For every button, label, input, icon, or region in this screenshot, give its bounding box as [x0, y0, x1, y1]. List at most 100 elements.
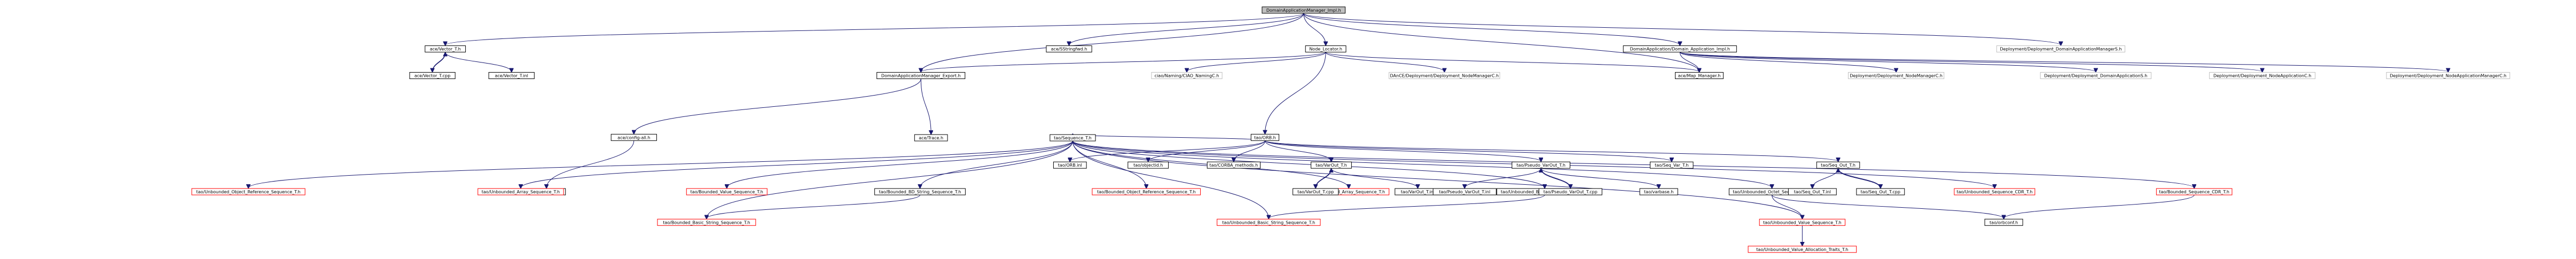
node-tao-bnd-value-seq-h[interactable]: tao/Bounded_Value_Sequence_T.h — [686, 188, 768, 195]
node-tao-seq-out-t-cpp[interactable]: tao/Seq_Out_T.cpp — [1856, 188, 1905, 195]
node-label: tao/VarOut_T.inl — [1401, 190, 1435, 194]
node-tao-pseudo-varout-t-cpp[interactable]: tao/Pseudo_VarOut_T.cpp — [1538, 188, 1602, 195]
node-deployment-namc-h[interactable]: Deployment/Deployment_NodeApplicationMan… — [2386, 72, 2510, 79]
node-tao-unb-objref-seq-h[interactable]: tao/Unbounded_Object_Reference_Sequence_… — [191, 188, 306, 195]
node-box — [1675, 72, 1724, 79]
node-label: tao/Bounded_BD_String_Sequence_T.h — [879, 190, 961, 194]
node-ciao-naming-h[interactable]: ciao/Naming/CIAO_NamingC.h — [1151, 72, 1223, 79]
node-tao-objectid-h[interactable]: tao/objectid.h — [1128, 161, 1169, 169]
node-box — [1623, 45, 1737, 53]
edge-ace-vector-t-cpp-to-ace-vector-t-h — [432, 53, 445, 73]
node-tao-orb-h[interactable]: tao/ORB.h — [1250, 134, 1280, 141]
node-tao-seq-out-t-inl[interactable]: tao/Seq_Out_T.inl — [1788, 188, 1837, 195]
node-tao-orbconf-h[interactable]: tao/orbconf.h — [1984, 218, 2023, 226]
node-deployment-nac-h[interactable]: Deployment/Deployment_NodeApplicationC.h — [2209, 72, 2316, 79]
node-label: tao/Seq_Out_T.h — [1821, 163, 1855, 168]
node-node-locator-h[interactable]: Node_Locator.h — [1305, 45, 1346, 53]
node-label: tao/ORB.h — [1254, 135, 1276, 140]
node-domainapp-impl-h[interactable]: DomainApplication/Domain_Application_Imp… — [1623, 45, 1737, 53]
edge-domainapp-impl-h-to-deployment-das-h — [1679, 52, 2096, 72]
node-ace-sstring-h[interactable]: ace/SStringfwd.h — [1046, 45, 1092, 53]
node-box — [425, 45, 466, 53]
node-tao-bnd-objref-seq-h[interactable]: tao/Bounded_Object_Reference_Sequence_T.… — [1092, 188, 1201, 195]
node-tao-unb-basic-string-seq-h[interactable]: tao/Unbounded_Basic_String_Sequence_T.h — [1217, 218, 1321, 226]
node-label: tao/ORB.inl — [1058, 163, 1082, 168]
node-dance-nmc-h[interactable]: DAnCE/Deployment/Deployment_NodeManagerC… — [1389, 72, 1500, 79]
node-box — [686, 188, 768, 195]
node-ace-config-all-h[interactable]: ace/config-all.h — [610, 134, 657, 141]
node-label: tao/Bounded_Basic_String_Sequence_T.h — [663, 220, 750, 225]
node-box — [1305, 45, 1346, 53]
node-ace-vector-t-cpp[interactable]: ace/Vector_T.cpp — [409, 72, 456, 79]
node-tao-unb-value-seq-h[interactable]: tao/Unbounded_Value_Sequence_T.h — [1759, 218, 1846, 226]
node-label: tao/Sequence_T.h — [1054, 136, 1092, 140]
edge-node-locator-h-to-dam-export-h — [921, 52, 1326, 72]
node-label: tao/Unbounded_Basic_String_Sequence_T.h — [1222, 220, 1315, 225]
node-tao-pseudo-varout-t-inl[interactable]: tao/Pseudo_VarOut_T.inl — [1432, 188, 1497, 195]
edge-tao-unb-octet-seq-h-to-tao-unb-value-seq-h — [1772, 194, 1803, 218]
node-box — [1650, 161, 1694, 169]
node-dam-export-h[interactable]: DomainApplicationManager_Export.h — [876, 72, 966, 79]
edge-tao-unb-bd-string-seq-h-to-tao-unb-basic-string-seq-h — [1269, 194, 1545, 218]
node-tao-varout-t-cpp[interactable]: tao/VarOut_T.cpp — [1293, 188, 1339, 195]
edge-tao-orb-h-to-tao-seq-var-t-h — [1264, 140, 1671, 161]
node-deployment-nmc-h[interactable]: Deployment/Deployment_NodeManagerC.h — [1847, 72, 1945, 79]
node-box — [874, 188, 966, 195]
edge-node-locator-h-to-tao-orb-h — [1265, 52, 1326, 134]
edge-tao-sequence-t-h-to-tao-bnd-value-seq-h — [727, 140, 1073, 188]
edge-root-to-ace-map-manager-h — [1303, 13, 1700, 72]
node-tao-pseudo-varout-t-h[interactable]: tao/Pseudo_VarOut_T.h — [1512, 161, 1571, 169]
node-tao-bnd-basic-string-seq-h[interactable]: tao/Bounded_Basic_String_Sequence_T.h — [657, 218, 756, 226]
node-label: tao/Pseudo_VarOut_T.h — [1516, 163, 1565, 168]
edge-tao-seq-out-t-cpp-to-tao-seq-out-t-h — [1838, 169, 1881, 189]
edge-tao-bnd-seq-cdr-h-to-tao-orbconf-h — [2004, 194, 2195, 218]
node-box — [1151, 72, 1223, 79]
node-box — [1748, 246, 1857, 253]
node-tao-seq-out-t-h[interactable]: tao/Seq_Out_T.h — [1816, 161, 1860, 169]
node-tao-varbase-h[interactable]: tao/varbase.h — [1639, 188, 1678, 195]
node-box — [1092, 188, 1201, 195]
edge-root-to-ace-vector-t-h — [445, 13, 1304, 45]
edge-root-to-deployment-damS-h — [1303, 13, 2061, 45]
edge-tao-sequence-t-h-to-tao-unb-bd-string-seq-h — [1072, 140, 1545, 188]
node-ace-map-manager-h[interactable]: ace/Map_Manager.h — [1675, 72, 1724, 79]
edge-tao-orb-h-to-tao-objectid-h — [1148, 140, 1265, 161]
node-label: tao/Unbounded_Value_Sequence_T.h — [1763, 220, 1842, 225]
edge-tao-orb-h-to-tao-corba-methods-h — [1234, 140, 1265, 161]
node-label: tao/Unbounded_Sequence_CDR_T.h — [1956, 190, 2032, 194]
edge-node-locator-h-to-ciao-naming-h — [1187, 52, 1326, 72]
node-label: ace/config-all.h — [617, 135, 650, 140]
node-label: tao/Bounded_Value_Sequence_T.h — [691, 190, 763, 194]
node-tao-bnd-bd-string-seq-h[interactable]: tao/Bounded_BD_String_Sequence_T.h — [874, 188, 966, 195]
node-tao-orb-inl[interactable]: tao/ORB.inl — [1053, 161, 1087, 169]
edge-tao-unb-octet-seq-h-to-tao-orbconf-h — [1772, 194, 2004, 218]
node-label: tao/Pseudo_VarOut_T.inl — [1439, 190, 1490, 194]
node-tao-bnd-seq-cdr-h[interactable]: tao/Bounded_Sequence_CDR_T.h — [2156, 188, 2233, 195]
edge-domainapp-impl-h-to-ace-map-manager-h — [1679, 52, 1699, 72]
edge-tao-sequence-t-h-to-tao-bnd-bd-string-seq-h — [920, 140, 1073, 188]
node-box — [409, 72, 456, 79]
node-deployment-damS-h[interactable]: Deployment/Deployment_DomainApplicationM… — [1996, 45, 2126, 53]
node-ace-vector-t-h[interactable]: ace/Vector_T.h — [425, 45, 466, 53]
node-tao-unb-value-alloc-traits-h[interactable]: tao/Unbounded_Value_Allocation_Traits_T.… — [1748, 246, 1857, 253]
node-label: Node_Locator.h — [1309, 47, 1342, 52]
node-tao-varout-t-h[interactable]: tao/VarOut_T.h — [1311, 161, 1352, 169]
node-tao-unb-seq-cdr-h[interactable]: tao/Unbounded_Sequence_CDR_T.h — [1954, 188, 2035, 195]
node-tao-sequence-t-h[interactable]: tao/Sequence_T.h — [1050, 134, 1096, 142]
edge-root-to-ace-sstring-h — [1069, 13, 1304, 45]
node-tao-seq-var-t-h[interactable]: tao/Seq_Var_T.h — [1650, 161, 1694, 169]
node-ace-trace-h[interactable]: ace/Trace.h — [914, 134, 948, 142]
node-tao-corba-methods-h[interactable]: tao/CORBA_methods.h — [1207, 161, 1261, 169]
node-box — [1293, 188, 1339, 195]
edge-ace-config-all-h-to-ace-os-main-h — [546, 140, 635, 188]
edge-ace-vector-t-h-to-ace-vector-t-inl — [445, 52, 512, 72]
node-box — [1217, 218, 1321, 226]
node-ace-vector-t-inl[interactable]: ace/Vector_T.inl — [488, 72, 535, 79]
edge-dam-export-h-to-ace-config-all-h — [634, 79, 921, 134]
edge-tao-seq-out-t-h-to-tao-seq-out-t-inl — [1812, 168, 1839, 188]
node-box — [191, 188, 306, 195]
node-label: tao/Unbounded_Value_Allocation_Traits_T.… — [1756, 247, 1848, 252]
node-deployment-das-h[interactable]: Deployment/Deployment_DomainApplicationS… — [2040, 72, 2152, 79]
node-tao-unb-array-seq-h[interactable]: tao/Unbounded_Array_Sequence_T.h — [477, 188, 564, 195]
